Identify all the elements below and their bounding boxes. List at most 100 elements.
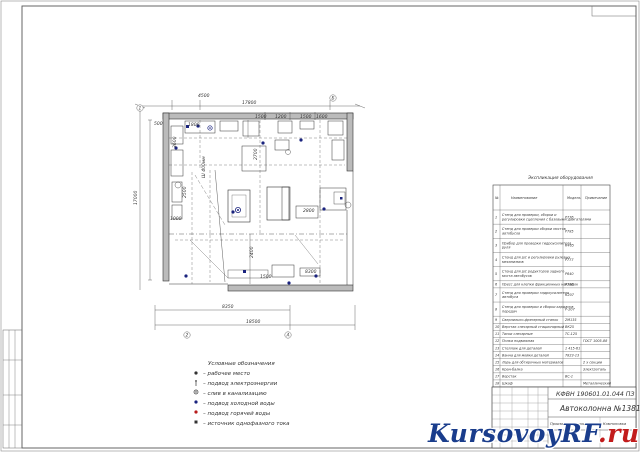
table-header-note: Примечание: [585, 196, 607, 200]
inner-drawing-frame: [21, 5, 637, 449]
table-cell-model: Р776: [565, 215, 574, 219]
axis-2-label: 2: [186, 333, 189, 339]
table-header-model: Модель: [567, 196, 581, 200]
table-cell-model: ВС-1: [565, 375, 573, 379]
table-cell-name: Верстак слесарный стационарный: [502, 325, 565, 329]
ladder-label: Ш 400мм: [201, 156, 207, 178]
axis-1-label: 1: [139, 106, 142, 112]
table-cell-name: Кран-балка: [502, 368, 523, 372]
workshop-plan: [162, 112, 354, 292]
table-cell-num: 6: [495, 283, 497, 287]
table-cell-model: Р640: [565, 272, 574, 276]
dim-8300: 8300: [305, 269, 317, 275]
table-cell-model: ТС-125: [565, 332, 577, 336]
legend-item-3: – подвод холодной воды: [203, 401, 275, 407]
axis-marker-b: [329, 94, 337, 102]
dim-500: 500: [154, 121, 163, 127]
power-supply-icon: [195, 380, 197, 386]
table-cell-num: 4: [495, 258, 497, 262]
table-cell-num: 11: [495, 332, 499, 336]
dim-17000: 17000: [133, 191, 139, 205]
axis-marker-2: [183, 331, 191, 339]
table-cell-note: 2 х секции: [583, 360, 603, 364]
watermark-main: KursovoyRF: [428, 419, 599, 448]
drawing-name: Автоколонна №1381: [559, 404, 640, 413]
axis-marker-a: [284, 331, 292, 339]
legend-item-0: – рабочее место: [203, 371, 251, 377]
dim-1200: 1200: [275, 114, 287, 120]
ac-source-icon: [194, 420, 198, 424]
dim-18500: 18500: [246, 319, 260, 325]
table-cell-num: 14: [495, 353, 499, 357]
legend-item-4: – подвод горячей воды: [203, 411, 271, 417]
table-cell-num: 18: [495, 382, 500, 386]
table-cell-num: 17: [495, 375, 500, 379]
table-cell-model: Р777: [565, 258, 574, 262]
dim-1500-a: 1500: [255, 114, 267, 120]
drawing-code: КФВН 190601.01.044 ПЗ: [556, 391, 634, 398]
cold-water-icon: [194, 400, 198, 404]
dim-3600: 3600: [172, 136, 178, 148]
table-cell-name: Пресс для клепки фрикционных накладок: [502, 283, 579, 287]
table-cell-num: 5: [495, 272, 497, 276]
legend-item-1: – подвод электроэнергии: [203, 381, 278, 387]
dim-17800: 17800: [242, 100, 256, 106]
table-cell-num: 12: [495, 339, 499, 343]
legend: Условные обозначения – рабочее место – п…: [193, 361, 290, 427]
legend-item-2: – слив в канализацию: [203, 391, 267, 397]
table-cell-note: Электроталь: [582, 368, 606, 372]
table-cell-name: Ванна для мойки деталей: [502, 353, 550, 357]
dim-2400: 2400: [249, 246, 255, 258]
margin-strip: [2, 329, 23, 449]
title-block: КФВН 190601.01.044 ПЗ Автоколонна №1381 …: [491, 386, 640, 449]
table-cell-name: Шкаф: [502, 382, 513, 386]
axis-a-label: А: [286, 333, 290, 339]
table-cell-model: Р-207: [565, 307, 576, 311]
table-cell-model: 7823-13: [565, 353, 579, 357]
table-cell-num: 13: [495, 346, 499, 350]
axis-marker-1: [136, 104, 144, 112]
table-header-name: Наименование: [511, 196, 537, 200]
dim-8350: 8350: [222, 304, 234, 310]
dimension-lines: [134, 100, 366, 330]
site-watermark: KursovoyRF.ru: [428, 419, 640, 448]
table-cell-name: Стеллаж для деталей: [502, 346, 542, 350]
table-cell-name: Ларь для обтирочных материалов: [501, 360, 563, 364]
table-cell-model: К207: [565, 293, 575, 297]
dim-1500-b: 1500: [300, 114, 312, 120]
dim-1600: 1600: [316, 114, 328, 120]
table-cell-model: ВК25: [565, 325, 574, 329]
table-cell-model: Р785: [565, 229, 574, 233]
table-cell-num: 15: [495, 360, 499, 364]
table-cell-model: 1 415-61: [565, 346, 580, 350]
work-place-icon: [194, 371, 198, 375]
utility-markers: [174, 124, 343, 285]
table-cell-name: Сверлильно-фрезерный станок: [502, 318, 559, 322]
dim-1000: 1000: [170, 216, 182, 222]
corner-stamp: [591, 5, 637, 17]
equipment-table: Экспликация оборудования № Наименование …: [492, 175, 612, 388]
table-cell-num: 3: [495, 244, 497, 248]
table-cell-model: 2М135: [565, 318, 577, 322]
dim-2500: 2500: [182, 186, 188, 198]
sewer-drain-icon: [193, 389, 199, 395]
dim-2700: 2700: [253, 148, 259, 160]
table-cell-note: Металлический: [583, 382, 612, 386]
table-cell-num: 16: [495, 368, 499, 372]
dim-1800: 1800: [188, 122, 200, 128]
table-cell-name: Тиски слесарные: [502, 332, 533, 336]
table-cell-num: 1: [495, 215, 497, 219]
table-cell-note: ГОСТ 1005-88: [583, 339, 608, 343]
table-cell-num: 9: [495, 318, 497, 322]
table-cell-model: К465: [565, 244, 574, 248]
table-cell-num: 10: [495, 325, 499, 329]
table-header-num: №: [494, 196, 499, 200]
table-cell-name: Верстак: [502, 375, 517, 379]
